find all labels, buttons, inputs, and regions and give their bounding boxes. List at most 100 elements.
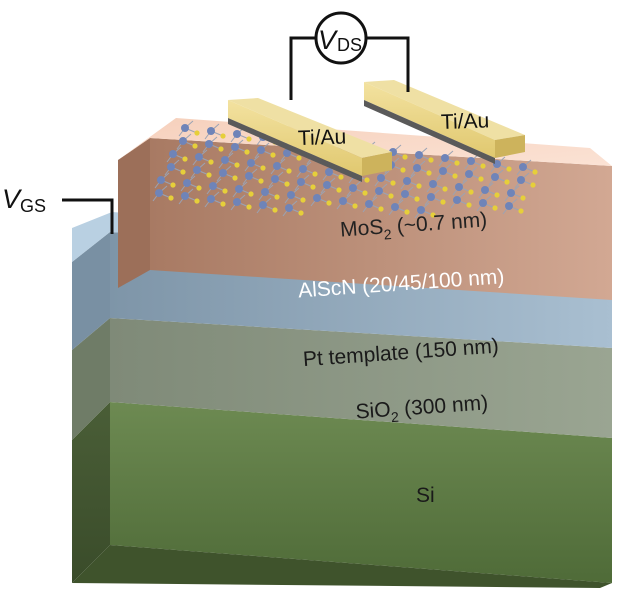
lattice-atom-s <box>220 133 226 139</box>
lattice-atom-s <box>196 185 202 191</box>
lattice-atom-s <box>222 188 228 194</box>
lattice-atom-s <box>504 179 510 185</box>
lattice-atom-s <box>260 165 266 171</box>
vgs-wire <box>62 198 114 234</box>
vds-symbol: V <box>318 25 339 55</box>
lattice-atom-s <box>402 154 408 160</box>
lattice-atom-s <box>352 203 358 209</box>
lattice-atom-s <box>364 177 370 183</box>
lattice-atom-mo <box>439 167 447 175</box>
lattice-atom-mo <box>245 172 253 180</box>
lattice-atom-s <box>232 175 238 181</box>
lattice-atom-s <box>218 146 224 152</box>
lattice-atom-s <box>296 155 302 161</box>
lattice-atom-mo <box>181 124 189 132</box>
lattice-atom-mo <box>455 183 463 191</box>
lattice-atom-mo <box>193 166 201 174</box>
lattice-atom-mo <box>157 176 165 184</box>
lattice-atom-s <box>244 149 250 155</box>
lattice-atom-s <box>272 207 278 213</box>
si-layer <box>72 402 612 588</box>
vds-subscript: DS <box>337 35 362 55</box>
lattice-atom-s <box>312 171 318 177</box>
lattice-atom-mo <box>401 190 409 198</box>
lattice-atom-s <box>258 178 264 184</box>
lattice-atom-mo <box>297 178 305 186</box>
lattice-atom-mo <box>273 162 281 170</box>
lattice-atom-s <box>378 206 384 212</box>
lattice-atom-s <box>284 181 290 187</box>
vds-wire-left <box>289 36 316 100</box>
lattice-atom-s <box>246 204 252 210</box>
lattice-atom-s <box>182 156 188 162</box>
lattice-atom-s <box>520 195 526 201</box>
lattice-atom-s <box>194 130 200 136</box>
electrode-right-label: Ti/Au <box>441 109 490 134</box>
lattice-atom-s <box>414 196 420 202</box>
electrode-left-label: Ti/Au <box>298 125 347 150</box>
lattice-atom-mo <box>441 154 449 162</box>
lattice-atom-mo <box>233 198 241 206</box>
lattice-atom-mo <box>517 176 525 184</box>
lattice-atom-mo <box>415 151 423 159</box>
lattice-atom-s <box>326 200 332 206</box>
vds-wire-right <box>366 36 410 92</box>
lattice-atom-mo <box>481 186 489 194</box>
lattice-atom-s <box>428 157 434 163</box>
lattice-atom-mo <box>247 159 255 167</box>
vds-meter <box>314 11 368 65</box>
lattice-atom-mo <box>207 127 215 135</box>
lattice-atom-s <box>426 170 432 176</box>
vgs-circuit: V GS <box>2 184 114 234</box>
lattice-atom-s <box>400 167 406 173</box>
lattice-atom-s <box>494 192 500 198</box>
lattice-atom-mo <box>233 130 241 138</box>
lattice-atom-mo <box>283 149 291 157</box>
lattice-atom-s <box>454 160 460 166</box>
lattice-atom-s <box>440 199 446 205</box>
lattice-atom-s <box>480 163 486 169</box>
lattice-atom-mo <box>209 182 217 190</box>
lattice-atom-s <box>388 193 394 199</box>
lattice-atom-s <box>390 180 396 186</box>
lattice-atom-mo <box>375 187 383 195</box>
lattice-atom-mo <box>325 168 333 176</box>
lattice-atom-s <box>452 173 458 179</box>
lattice-atom-s <box>192 143 198 149</box>
lattice-atom-mo <box>417 206 425 214</box>
lattice-atom-s <box>532 169 538 175</box>
si-label: Si <box>416 484 435 507</box>
lattice-atom-mo <box>179 137 187 145</box>
lattice-atom-s <box>298 210 304 216</box>
lattice-atom-s <box>430 212 436 218</box>
lattice-atom-s <box>518 208 524 214</box>
lattice-atom-s <box>338 174 344 180</box>
lattice-atom-s <box>170 182 176 188</box>
lattice-atom-s <box>416 183 422 189</box>
lattice-atom-s <box>492 205 498 211</box>
lattice-atom-mo <box>519 163 527 171</box>
lattice-atom-mo <box>427 193 435 201</box>
lattice-atom-s <box>220 201 226 207</box>
lattice-atom-mo <box>403 177 411 185</box>
lattice-atom-mo <box>491 173 499 181</box>
lattice-atom-mo <box>257 146 265 154</box>
lattice-atom-s <box>246 136 252 142</box>
lattice-atom-s <box>208 159 214 165</box>
lattice-atom-mo <box>195 153 203 161</box>
lattice-atom-mo <box>505 202 513 210</box>
lattice-atom-mo <box>207 195 215 203</box>
lattice-atom-mo <box>167 163 175 171</box>
lattice-atom-mo <box>155 189 163 197</box>
lattice-atom-mo <box>339 197 347 205</box>
lattice-atom-mo <box>231 143 239 151</box>
lattice-atom-s <box>206 172 212 178</box>
lattice-atom-mo <box>287 191 295 199</box>
lattice-atom-s <box>506 166 512 172</box>
lattice-atom-mo <box>235 185 243 193</box>
lattice-atom-mo <box>323 181 331 189</box>
lattice-atom-mo <box>205 140 213 148</box>
lattice-atom-s <box>362 190 368 196</box>
